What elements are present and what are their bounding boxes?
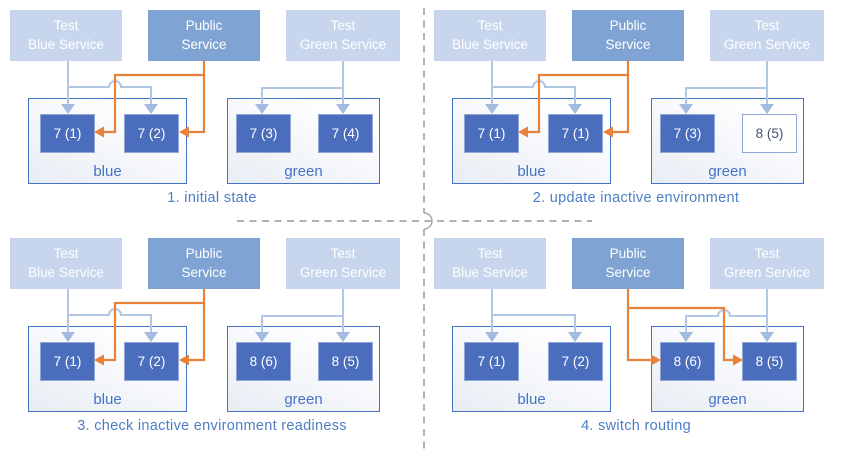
instance-box: 7 (2)	[124, 342, 179, 381]
service-label-line: Public	[609, 246, 647, 262]
instance-box: 7 (4)	[318, 114, 373, 153]
panel-caption: 1. initial state	[167, 190, 257, 206]
service-label-line: Service	[181, 36, 227, 52]
service-label-line: Test	[754, 18, 780, 34]
test-green-service-box: Test Green Service	[286, 10, 400, 61]
public-service-box: Public Service	[148, 10, 260, 61]
service-label-line: Test	[477, 246, 503, 262]
test-blue-service-box: Test Blue Service	[434, 10, 546, 61]
service-label-line: Public	[609, 18, 647, 34]
instance-box: 8 (5)	[318, 342, 373, 381]
test-green-service-box: Test Green Service	[286, 238, 400, 289]
instance-box: 7 (1)	[40, 114, 95, 153]
service-label-line: Green Service	[299, 36, 387, 52]
test-blue-service-box: Test Blue Service	[434, 238, 546, 289]
service-label-line: Service	[605, 264, 651, 280]
env-label: blue	[517, 391, 546, 408]
public-service-box: Public Service	[572, 10, 684, 61]
service-label-line: Test	[477, 18, 503, 34]
instance-box: 7 (2)	[124, 114, 179, 153]
instance-box: 7 (1)	[548, 114, 603, 153]
panel-caption: 3. check inactive environment readiness	[77, 418, 347, 434]
env-label: green	[284, 163, 323, 180]
test-blue-service-box: Test Blue Service	[10, 238, 122, 289]
panel-initial-state: Test Blue Service Public Service Test Gr…	[0, 0, 424, 228]
service-label-line: Blue Service	[28, 36, 104, 52]
service-label-line: Test	[53, 246, 79, 262]
env-label: blue	[93, 391, 122, 408]
service-label-line: Test	[330, 246, 356, 262]
env-label: blue	[93, 163, 122, 180]
instance-box: 7 (3)	[236, 114, 291, 153]
service-label-line: Public	[185, 246, 223, 262]
public-service-box: Public Service	[148, 238, 260, 289]
test-blue-service-box: Test Blue Service	[10, 10, 122, 61]
service-label-line: Blue Service	[452, 264, 528, 280]
panel-update-inactive-environment: Test Blue Service Public Service Test Gr…	[424, 0, 848, 228]
instance-box: 7 (1)	[464, 114, 519, 153]
public-service-box: Public Service	[572, 238, 684, 289]
instance-box: 7 (1)	[40, 342, 95, 381]
service-label-line: Blue Service	[28, 264, 104, 280]
service-label-line: Green Service	[723, 264, 811, 280]
instance-box: 8 (5)	[742, 342, 797, 381]
service-label-line: Service	[605, 36, 651, 52]
service-label-line: Service	[181, 264, 227, 280]
env-label: green	[708, 391, 747, 408]
service-label-line: Test	[330, 18, 356, 34]
env-label: green	[708, 163, 747, 180]
service-label-line: Green Service	[723, 36, 811, 52]
instance-box: 8 (6)	[660, 342, 715, 381]
env-label: blue	[517, 163, 546, 180]
instance-box: 7 (1)	[464, 342, 519, 381]
service-label-line: Test	[754, 246, 780, 262]
service-label-line: Test	[53, 18, 79, 34]
instance-box: 7 (2)	[548, 342, 603, 381]
instance-box: 8 (5)	[742, 114, 797, 153]
panel-switch-routing: Test Blue Service Public Service Test Gr…	[424, 228, 848, 456]
service-label-line: Blue Service	[452, 36, 528, 52]
service-label-line: Green Service	[299, 264, 387, 280]
panel-check-inactive-environment-readiness: Test Blue Service Public Service Test Gr…	[0, 228, 424, 456]
instance-box: 7 (3)	[660, 114, 715, 153]
panel-caption: 2. update inactive environment	[532, 190, 740, 206]
test-green-service-box: Test Green Service	[710, 10, 824, 61]
test-green-service-box: Test Green Service	[710, 238, 824, 289]
env-label: green	[284, 391, 323, 408]
service-label-line: Public	[185, 18, 223, 34]
panel-caption: 4. switch routing	[581, 418, 691, 434]
instance-box: 8 (6)	[236, 342, 291, 381]
